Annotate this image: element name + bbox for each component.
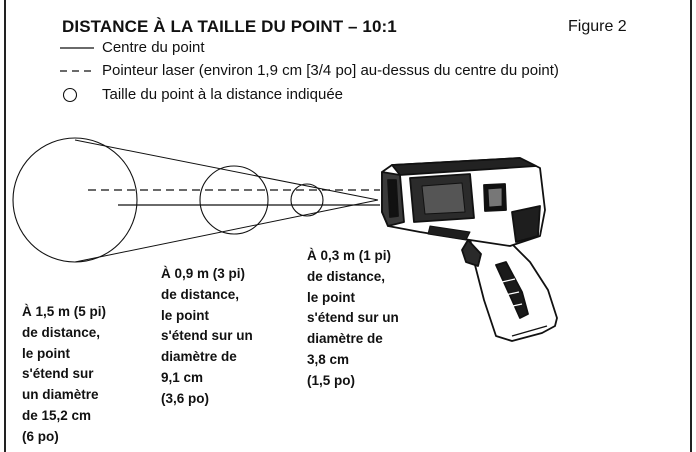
- caption-near-line: de distance,: [307, 268, 386, 284]
- caption-far-line: À 1,5 m (5 pi): [22, 304, 107, 319]
- legend-dashed-label: Pointeur laser (environ 1,9 cm [3/4 po] …: [102, 62, 559, 79]
- figure-title: DISTANCE À LA TAILLE DU POINT – 10:1: [62, 17, 397, 36]
- caption-far-line: s'étend sur: [22, 366, 94, 382]
- legend-circle-label: Taille du point à la distance indiquée: [102, 86, 344, 103]
- caption-mid-line: À 0,9 m (3 pi): [161, 266, 246, 281]
- caption-near-line: diamètre de: [307, 331, 383, 347]
- left-border: [4, 0, 6, 452]
- caption-near-line: le point: [307, 289, 355, 305]
- caption-mid: À 0,9 m (3 pi) de distance, le point s'é…: [161, 264, 253, 410]
- caption-mid-line: (3,6 po): [161, 390, 210, 406]
- cone-upper-edge: [74, 139, 379, 201]
- caption-near-line: À 0,3 m (1 pi): [307, 248, 392, 263]
- spot-circle-far: [12, 137, 138, 263]
- caption-near-line: (1,5 po): [307, 372, 356, 388]
- legend-solid-label: Centre du point: [102, 39, 205, 56]
- caption-far-line: de distance,: [22, 324, 101, 340]
- caption-far-line: de 15,2 cm: [22, 407, 92, 423]
- caption-far: À 1,5 m (5 pi) de distance, le point s'é…: [22, 302, 106, 448]
- caption-far-line: le point: [22, 345, 70, 361]
- caption-mid-line: diamètre de: [161, 349, 237, 365]
- caption-far-line: (6 po): [22, 428, 59, 444]
- spot-circle-near: [290, 183, 324, 217]
- cone-lower-edge: [74, 199, 379, 263]
- caption-near: À 0,3 m (1 pi) de distance, le point s'é…: [307, 246, 399, 392]
- caption-near-line: s'étend sur un: [307, 310, 399, 326]
- caption-far-line: un diamètre: [22, 387, 99, 403]
- thermometer-gun-icon: [381, 157, 558, 342]
- caption-mid-line: le point: [161, 307, 209, 323]
- caption-mid-line: s'étend sur un: [161, 328, 253, 344]
- solid-line-icon: [60, 47, 94, 49]
- spot-circle-mid: [199, 165, 269, 235]
- circle-icon: [62, 87, 78, 103]
- right-border: [690, 0, 692, 452]
- figure-label: Figure 2: [568, 18, 627, 35]
- caption-near-line: 3,8 cm: [307, 351, 350, 367]
- dashed-line-icon: [60, 70, 94, 72]
- caption-mid-line: de distance,: [161, 286, 240, 302]
- caption-mid-line: 9,1 cm: [161, 369, 204, 385]
